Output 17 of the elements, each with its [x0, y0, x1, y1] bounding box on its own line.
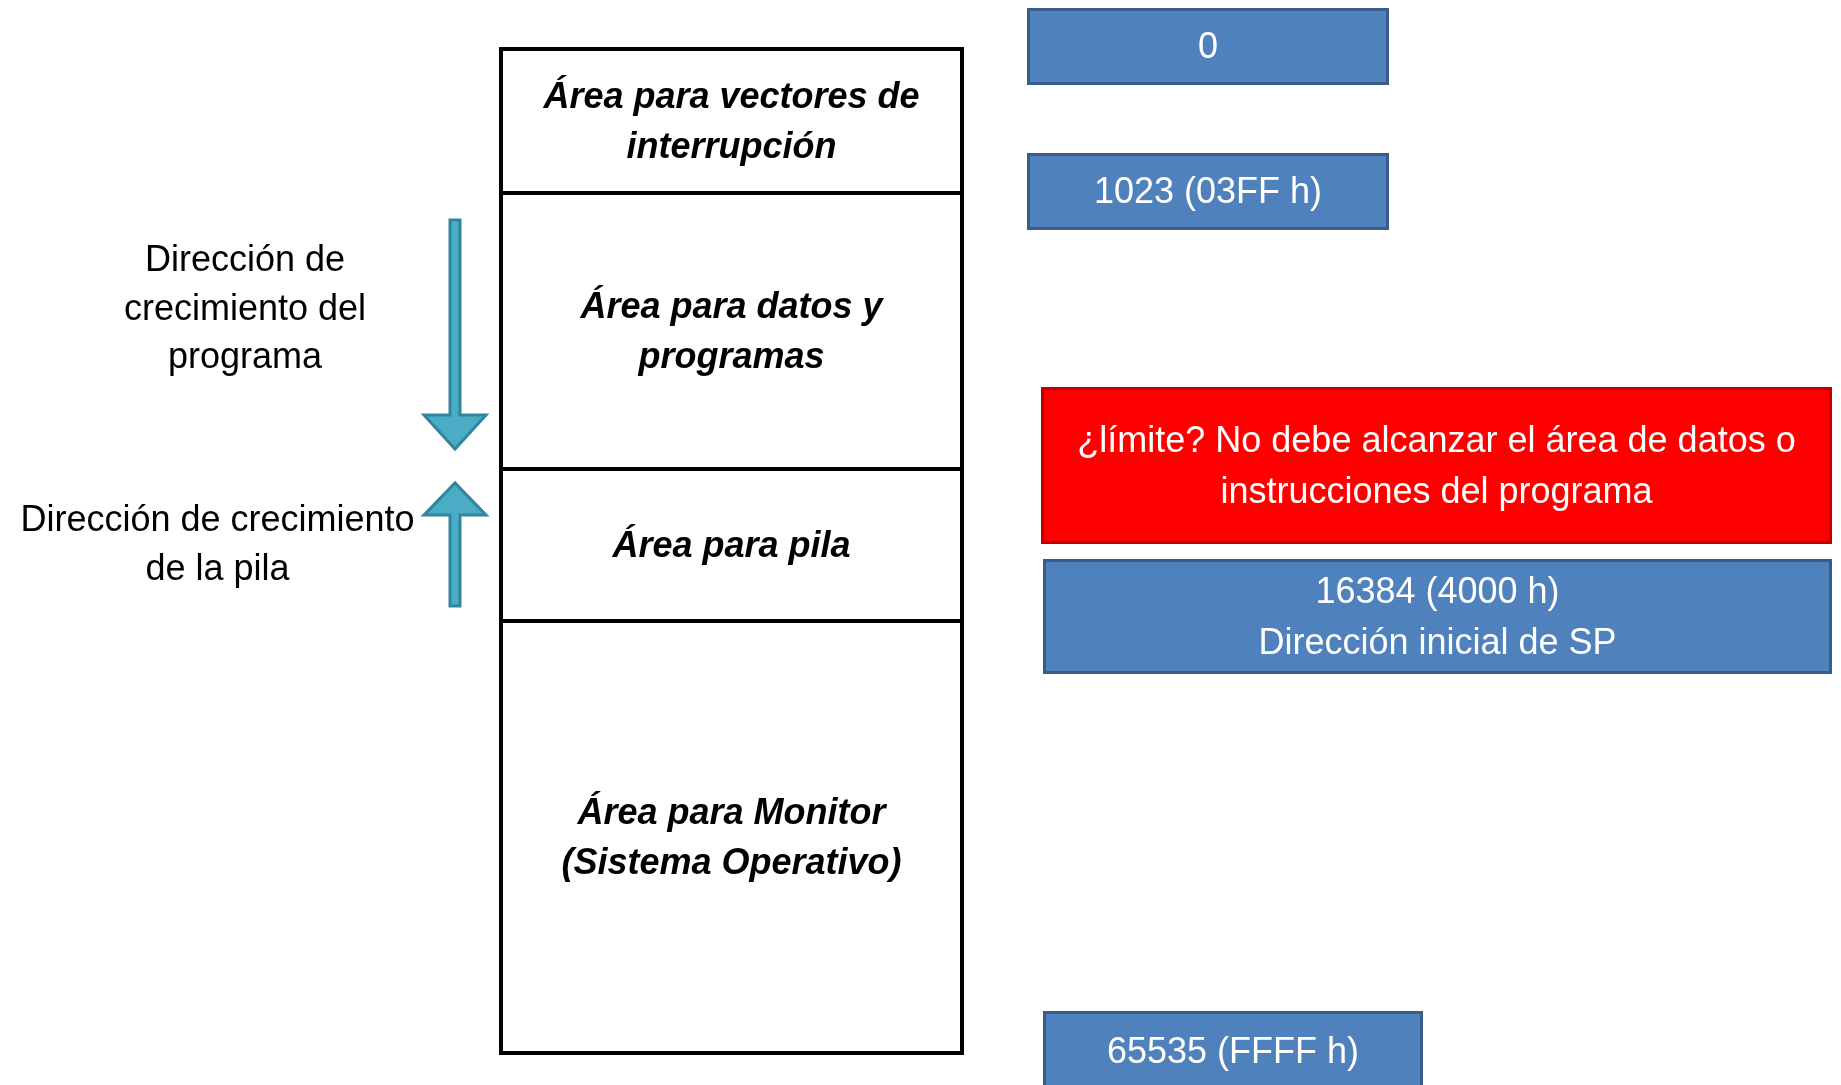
node-text: ¿límite? No debe alcanzar el área de datos o instrucciones del programa: [1076, 418, 1797, 513]
direction-label: Dirección de crecimiento de la pila: [19, 497, 416, 590]
node-text: Área para pila: [612, 522, 851, 567]
node-text: 16384 (4000 h): [1315, 569, 1560, 614]
node-text: 0: [1198, 24, 1218, 69]
address-box: [1027, 8, 1389, 85]
node-text: 1023 (03FF h): [1093, 169, 1323, 214]
address-box: [1027, 153, 1389, 230]
direction-label: Dirección de crecimiento del programa: [122, 237, 368, 379]
address-box: [1043, 559, 1832, 674]
node-text: Dirección inicial de SP: [1258, 619, 1617, 664]
warning-box: [1041, 387, 1832, 544]
node-text: Área para vectores de interrupción: [542, 73, 921, 168]
address-box: [1043, 1011, 1423, 1085]
node-text: Área para datos y programas: [579, 283, 885, 378]
node-text: 65535 (FFFF h): [1106, 1028, 1360, 1073]
node-text: Área para Monitor (Sistema Operativo): [560, 789, 903, 884]
